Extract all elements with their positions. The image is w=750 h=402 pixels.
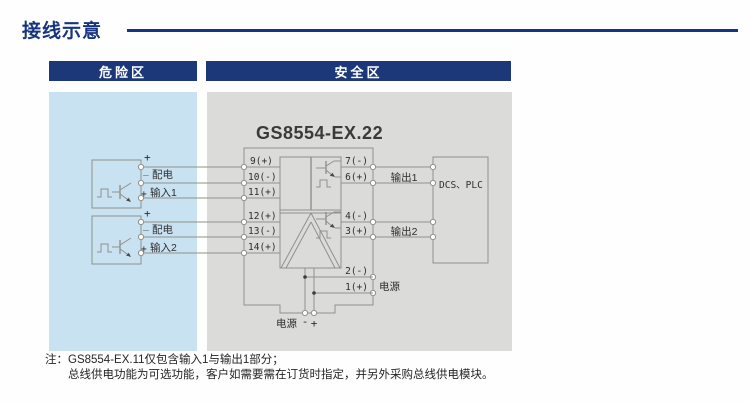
footnote-line2: 总线供电功能为可选功能，客户如需要需在订货时指定，并另外采购总线供电模块。 [45,368,494,383]
footnote: 注：GS8554-EX.11仅包含输入1与输出1部分； 总线供电功能为可选功能，… [45,353,494,383]
sensor1-input-label: 输入1 [150,186,177,199]
module-right-terminals: 7(-) 6(+) 4(-) 3(+) 2(-) 1(+) [341,156,377,297]
dcs-box: DCS、PLC [429,156,489,264]
dcs-label: DCS、PLC [439,180,483,191]
footnote-line1: 注：GS8554-EX.11仅包含输入1与输出1部分； [45,353,494,368]
terminal-1: 1(+) [345,282,368,293]
terminal-2: 2(-) [345,266,368,277]
power-circuit: 电源 - + [276,268,373,330]
transistor-sensor2-icon [112,237,132,257]
sensor1-dist-label: 配电 [152,168,173,181]
output1-label: 输出1 [391,171,418,184]
terminal-13: 13(-) [248,226,277,237]
module-name: GS8554-EX.22 [256,123,383,143]
terminal-3: 3(+) [345,226,368,237]
terminal-7: 7(-) [345,156,368,167]
sensor1-input-plus-label: + [141,189,147,200]
sensor1-minus-label: _ [143,165,149,176]
terminal-12: 12(+) [248,211,277,222]
hazard-zone-header: 危险区 [49,61,197,81]
title-rule [127,29,738,32]
io-labels: 输出1 输出2 电源 [379,171,418,293]
footnote-prefix: 注： [45,354,68,366]
sensor2-minus-label: _ [143,220,149,231]
page-title: 接线示意 [22,21,103,42]
output-wires [373,166,433,238]
footnote-text1: GS8554-EX.11仅包含输入1与输出1部分； [68,354,284,366]
sensor-1: + _ 配电 + 输入1 [91,151,177,209]
transistor-output1-icon [316,160,341,188]
pulse-output1-icon [316,179,331,188]
safe-zone-header: 安全区 [206,61,511,81]
pulse-output2-icon [316,230,331,239]
sensor2-input-label: 输入2 [150,241,177,254]
terminal-6: 6(+) [345,172,368,183]
sensor1-plus-label: + [144,151,151,164]
terminal-14: 14(+) [248,242,277,253]
terminal-11: 11(+) [248,187,277,198]
power-minus-label: - [302,315,309,328]
footnote-text2: 总线供电功能为可选功能，客户如需要需在订货时指定，并另外采购总线供电模块。 [68,369,494,381]
output2-label: 输出2 [391,225,418,238]
sensor-2: + _ 配电 + 输入2 [91,207,177,265]
pulse-sensor2-icon [97,243,112,253]
module-left-terminals: 9(+) 10(-) 11(+) 12(+) 13(-) 14(+) [240,156,280,257]
sensor-wires [141,166,244,254]
sensor2-dist-label: 配电 [152,223,173,236]
terminal-10: 10(-) [248,172,277,183]
transistor-output2-icon [316,211,341,239]
power-plus-label: + [311,317,318,330]
amplifier-triangle [280,212,341,269]
pulse-sensor1-icon [97,188,112,198]
power-side-label: 电源 [379,280,400,293]
transistor-sensor1-icon [112,182,132,202]
sensor2-input-plus-label: + [141,244,147,255]
power-bottom-label: 电源 [276,317,297,330]
terminal-9: 9(+) [250,156,273,167]
terminal-4: 4(-) [345,211,368,222]
sensor2-plus-label: + [144,207,151,220]
